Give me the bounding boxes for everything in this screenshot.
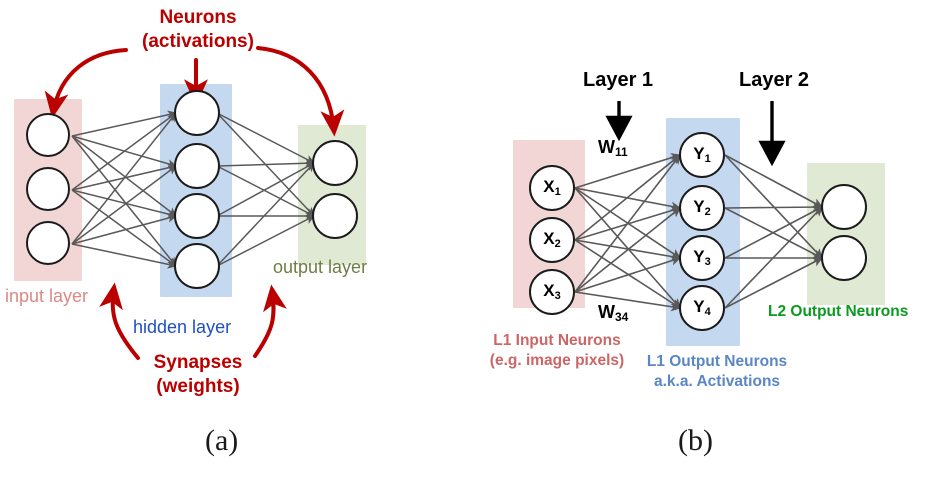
neuron-hidden-3[interactable] — [174, 193, 220, 239]
neuron-y4-label: Y4 — [693, 297, 711, 318]
label-b-hidden-line2: a.k.a. Activations — [653, 373, 781, 390]
label-b-hidden-line1: L1 Output Neurons — [646, 353, 788, 370]
neuron-hidden-1[interactable] — [174, 90, 220, 136]
neuron-input-1[interactable] — [26, 113, 70, 157]
caption-b: (b) — [678, 424, 713, 457]
neuron-x1-label: X1 — [543, 177, 561, 198]
b-neuron-output-2[interactable] — [821, 235, 867, 281]
annotation-neurons-line2: (activations) — [142, 31, 254, 52]
panel-a: Neurons (activations) Synapses (weights)… — [5, 7, 368, 457]
label-b-input-line2: (e.g. image pixels) — [489, 352, 625, 369]
neuron-output-2[interactable] — [312, 193, 358, 239]
label-b-output: L2 Output Neurons — [768, 303, 909, 320]
panel-a-edges — [44, 46, 345, 360]
annotation-synapses-line2: (weights) — [156, 376, 240, 397]
neuron-y3-label: Y3 — [693, 247, 711, 268]
neuron-y4[interactable]: Y4 — [679, 285, 725, 331]
label-layer-2: Layer 2 — [739, 69, 810, 91]
weight-first-sub: 11 — [615, 145, 628, 159]
label-weight-last: W34 — [598, 303, 628, 324]
neuron-y1-label: Y1 — [693, 144, 711, 165]
label-input-layer: input layer — [5, 286, 89, 306]
annotation-synapses-line1: Synapses — [153, 352, 243, 373]
label-output-layer: output layer — [273, 257, 368, 277]
neuron-y1[interactable]: Y1 — [679, 132, 725, 178]
neuron-output-1[interactable] — [312, 140, 358, 186]
weight-last-sub: 34 — [615, 310, 629, 324]
label-hidden-layer: hidden layer — [133, 317, 232, 337]
neuron-x2[interactable]: X2 — [529, 217, 575, 263]
neuron-input-2[interactable] — [26, 167, 70, 211]
neuron-input-3[interactable] — [26, 221, 70, 265]
label-weight-first: W11 — [598, 138, 628, 159]
neuron-hidden-2[interactable] — [174, 143, 220, 189]
weight-first-symbol: W — [598, 137, 615, 157]
annotation-neurons-line1: Neurons — [159, 7, 237, 28]
panel-b: X1 X2 X3 Y1 Y2 Y3 Y4 Layer 1 Layer 2 W11 — [472, 0, 944, 479]
neuron-x1[interactable]: X1 — [529, 165, 575, 211]
label-b-input-line1: L1 Input Neurons — [493, 332, 621, 349]
weight-last-symbol: W — [598, 302, 615, 322]
label-layer-1: Layer 1 — [583, 69, 654, 91]
neuron-hidden-4[interactable] — [174, 243, 220, 289]
neuron-y2[interactable]: Y2 — [679, 185, 725, 231]
caption-a: (a) — [205, 424, 239, 457]
neuron-x2-label: X2 — [543, 229, 561, 250]
neuron-y2-label: Y2 — [693, 197, 711, 218]
neuron-x3-label: X3 — [543, 281, 561, 302]
panel-b-edges — [574, 101, 824, 312]
b-neuron-output-1[interactable] — [821, 184, 867, 230]
neuron-y3[interactable]: Y3 — [679, 235, 725, 281]
neuron-x3[interactable]: X3 — [529, 269, 575, 315]
